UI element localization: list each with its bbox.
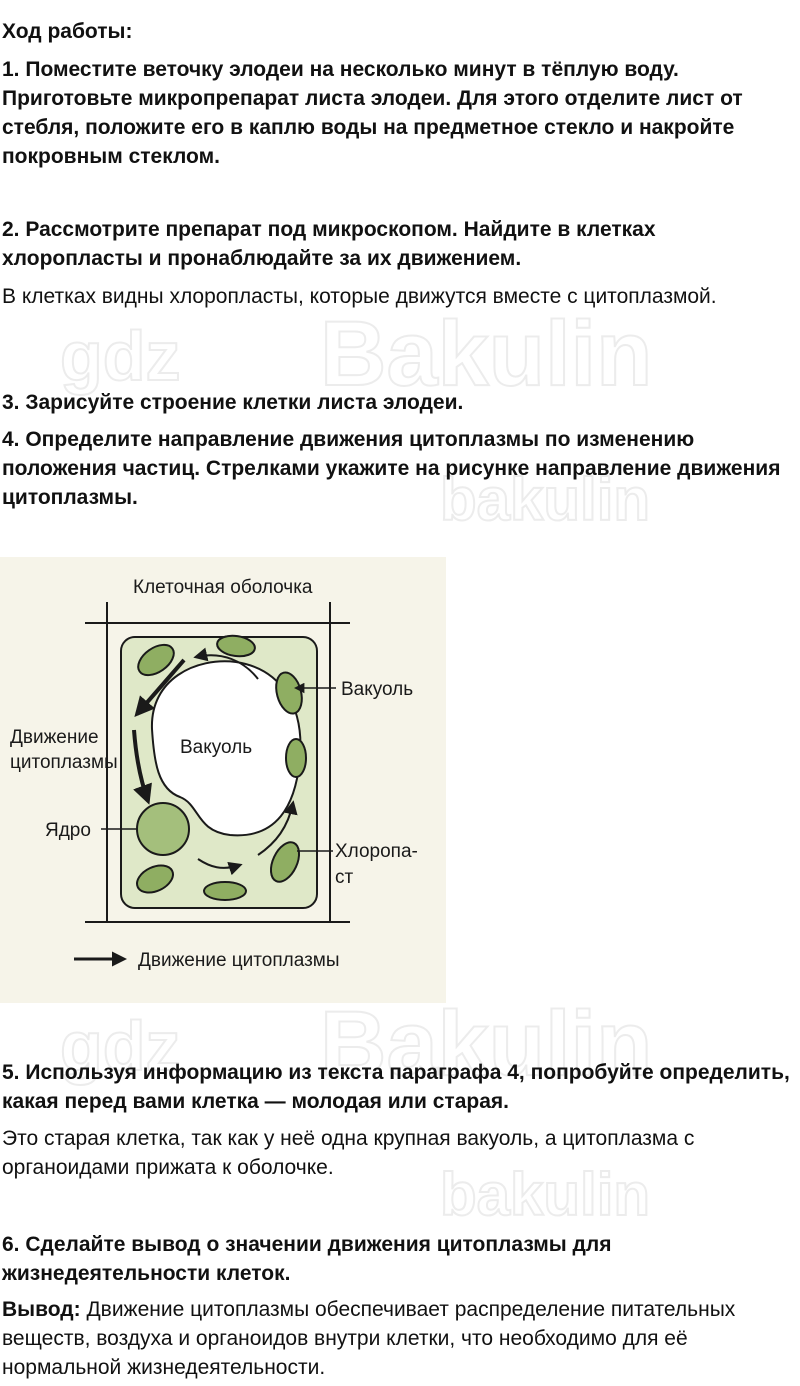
chloroplast: [137, 643, 175, 677]
chloroplast: [269, 841, 301, 883]
conclusion-label: Вывод:: [2, 1298, 81, 1321]
conclusion: Вывод: Движение цитоплазмы обеспечивает …: [2, 1295, 798, 1382]
step-2: 2. Рассмотрите препарат под микроскопом.…: [2, 218, 656, 270]
chloroplast: [136, 864, 174, 894]
step-3: 3. Зарисуйте строение клетки листа элоде…: [2, 391, 464, 414]
chloroplast-label-line-1: Хлоропа-: [335, 841, 418, 862]
movement-arrows: [132, 647, 298, 876]
movement-arrow-top: [193, 647, 259, 680]
work-heading: Ход работы:: [2, 20, 133, 43]
movement-label-line-2: цитоплазмы: [10, 752, 118, 773]
leader-lines: [101, 682, 336, 852]
chloroplasts: [136, 634, 307, 901]
step-1: 1. Поместите веточку элодеи на несколько…: [2, 58, 743, 168]
step-4: 4. Определите направление движения цитоп…: [2, 428, 781, 509]
vacuole-label-center: Вакуоль: [180, 737, 252, 758]
chloroplast: [203, 881, 247, 901]
movement-arrow-thick-2: [132, 729, 152, 805]
movement-arrow-thick-1: [134, 658, 186, 718]
nucleus-label: Ядро: [45, 820, 91, 841]
answer-2: В клетках видны хлоропласты, которые дви…: [2, 285, 717, 308]
chloroplast: [216, 634, 256, 658]
answer-5: Это старая клетка, так как у неё одна кр…: [2, 1127, 695, 1179]
cell-figure: Клеточная оболочка Вакуоль Вакуоль Движе…: [0, 557, 446, 1003]
movement-arrow-bottom: [197, 858, 243, 876]
cell-wall-label: Клеточная оболочка: [133, 577, 313, 598]
step-6: 6. Сделайте вывод о значении движения ци…: [2, 1233, 612, 1285]
movement-label-line-1: Движение: [10, 727, 99, 748]
chloroplast-label-line-2: ст: [335, 867, 354, 888]
legend-label: Движение цитоплазмы: [138, 950, 340, 971]
vacuole-label-right: Вакуоль: [341, 679, 413, 700]
cell-diagram: Клеточная оболочка Вакуоль Вакуоль Движе…: [0, 557, 446, 1003]
conclusion-text: Движение цитоплазмы обеспечивает распред…: [2, 1298, 736, 1379]
step-5: 5. Используя информацию из текста парагр…: [2, 1061, 790, 1113]
movement-arrow-right: [257, 800, 298, 856]
chloroplast: [285, 738, 307, 778]
nucleus: [136, 802, 190, 856]
watermark-site-1: gdz: [60, 317, 181, 395]
cell-wall-frame: [106, 622, 331, 923]
